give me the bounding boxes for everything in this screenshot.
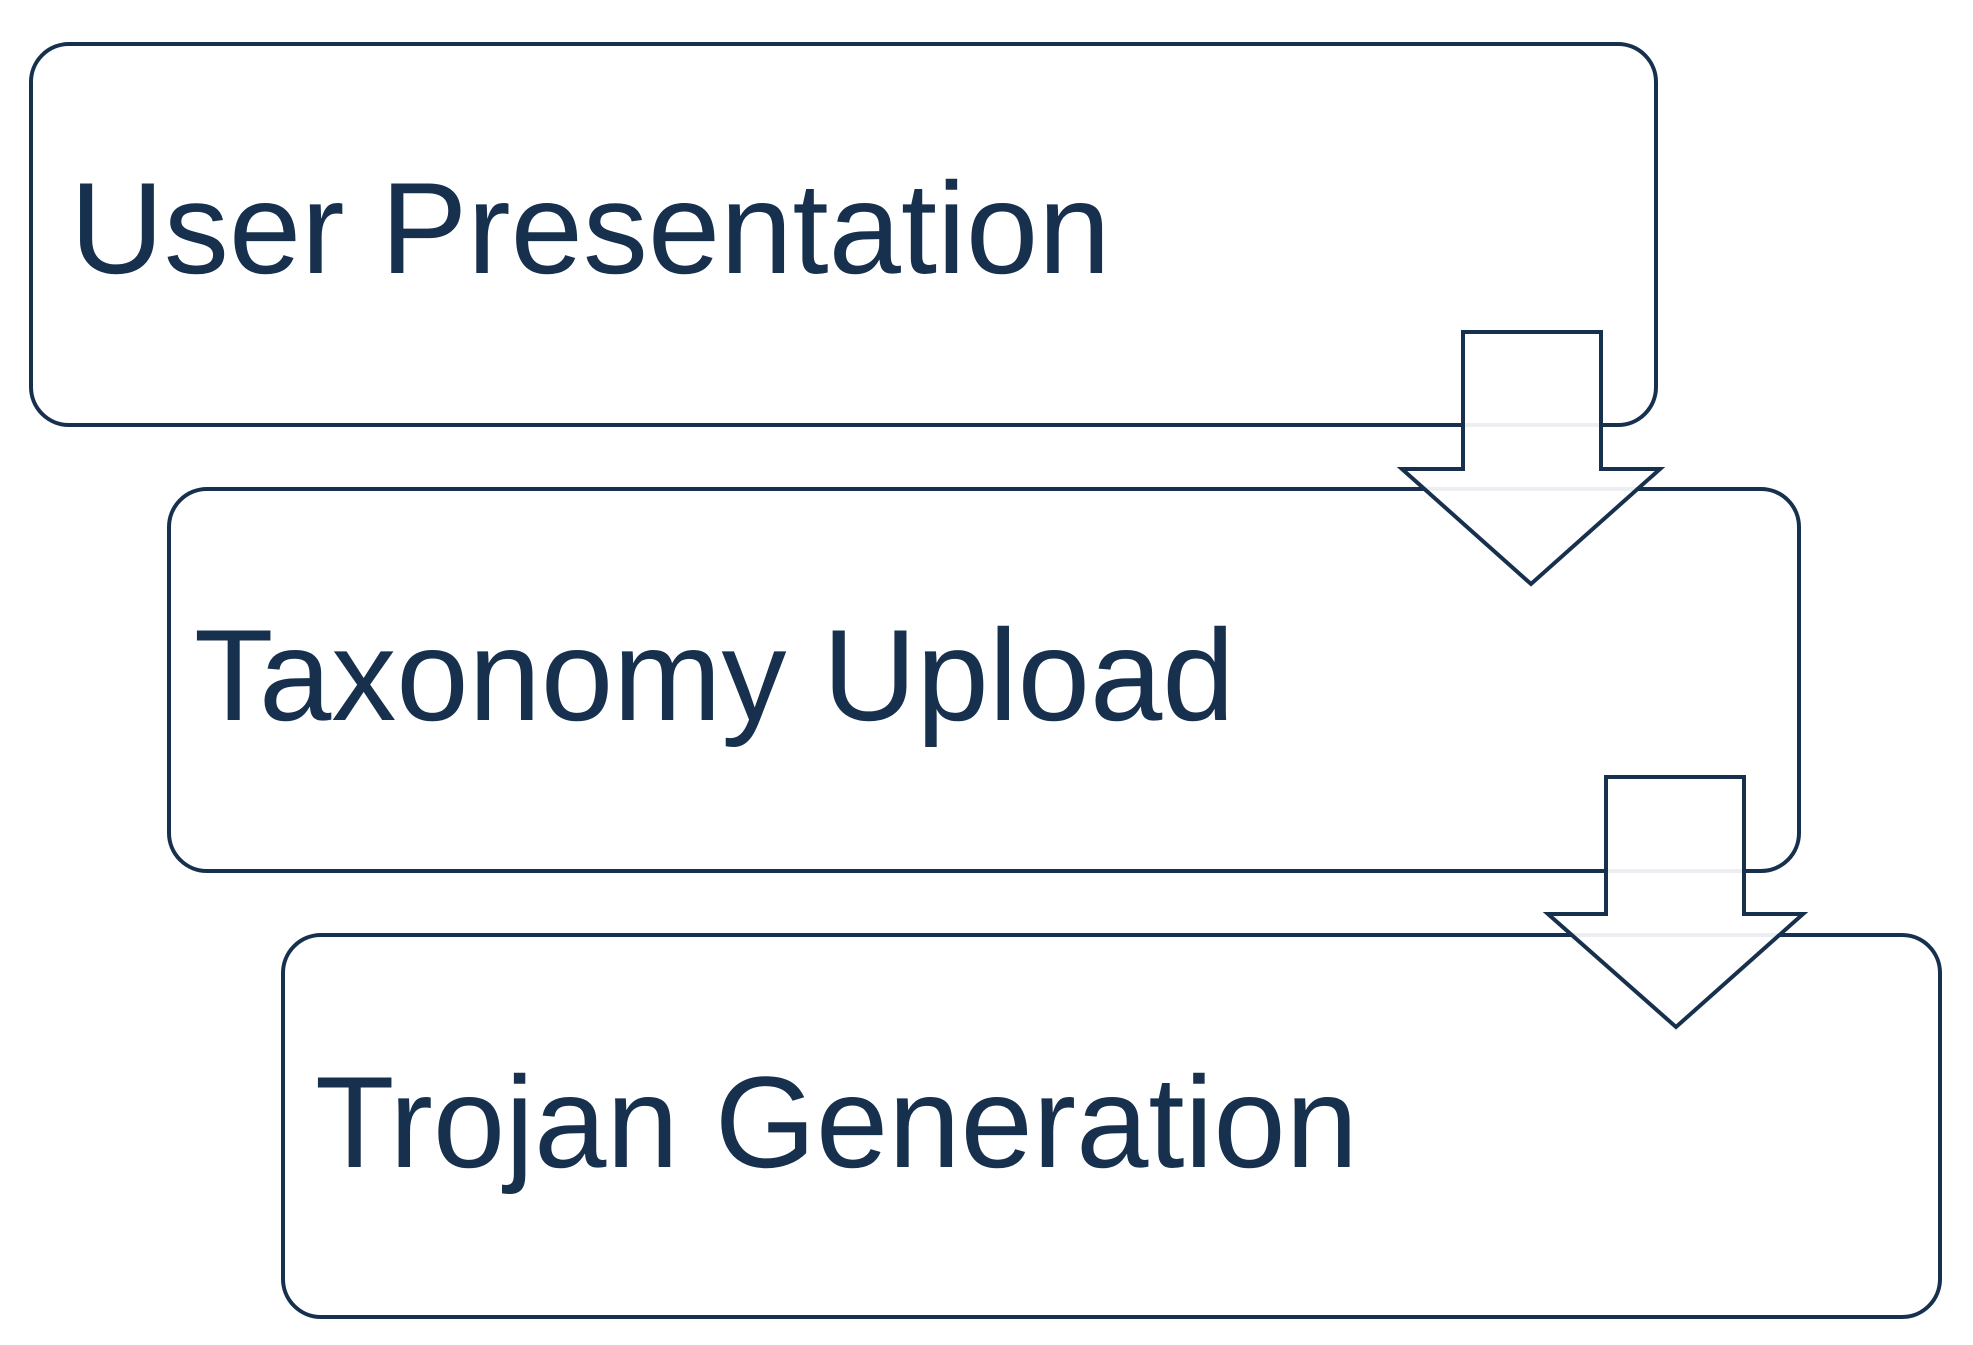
down-arrow-icon-2 [1542, 775, 1809, 1030]
step-box-rect [281, 933, 1942, 1319]
step-box-rect [167, 487, 1801, 873]
step-label-taxonomy-upload: Taxonomy Upload [194, 602, 1235, 748]
step-label-user-presentation: User Presentation [70, 155, 1111, 301]
step-box-rect [29, 42, 1658, 427]
down-arrow-icon-1 [1396, 330, 1666, 587]
step-box-trojan-generation: Trojan Generation [281, 933, 1942, 1319]
step-box-taxonomy-upload: Taxonomy Upload [167, 487, 1801, 873]
step-label-trojan-generation: Trojan Generation [315, 1049, 1358, 1195]
step-box-user-presentation: User Presentation [29, 42, 1658, 427]
